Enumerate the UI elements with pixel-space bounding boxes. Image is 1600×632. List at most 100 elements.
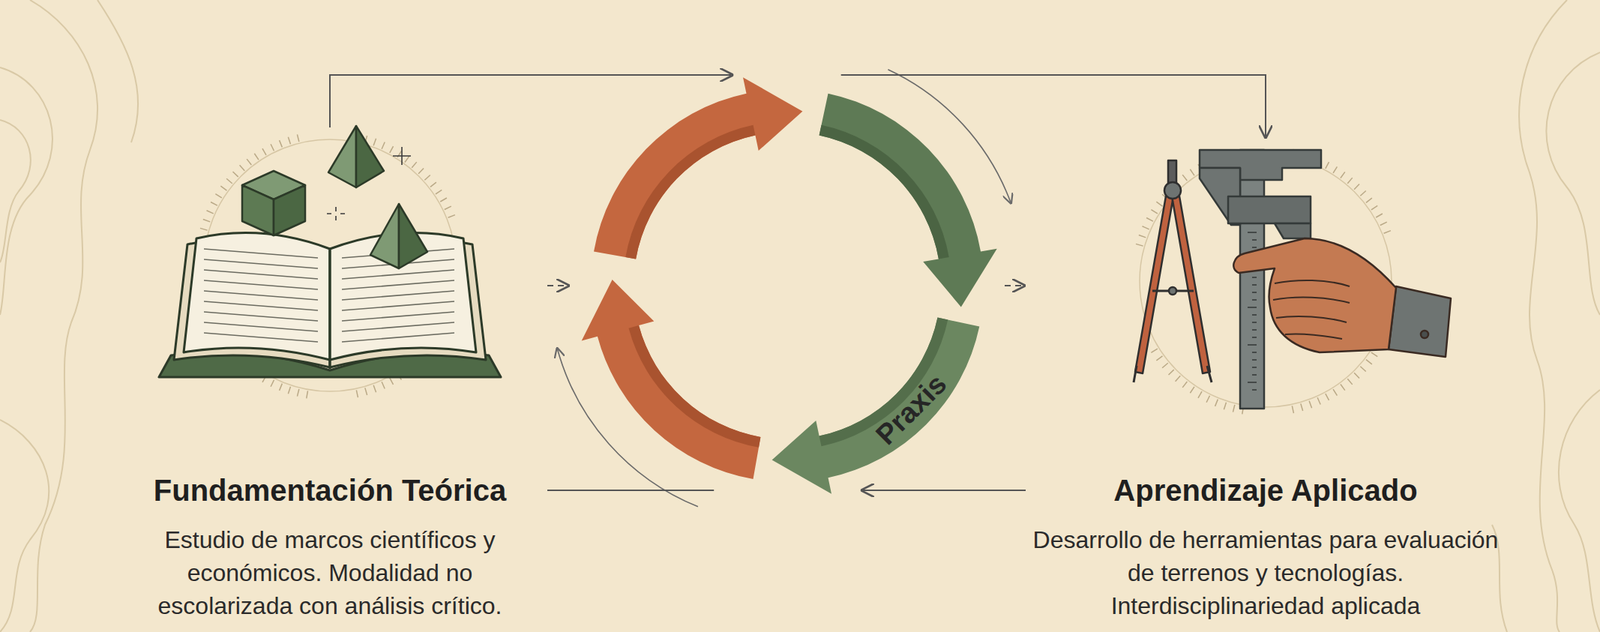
scale-tick [1252,314,1257,315]
dial-tick [1325,393,1330,401]
dial-tick [1340,171,1346,178]
dial-tick [1354,372,1360,378]
decor-polygon [1135,191,1175,374]
dial-tick [435,189,442,195]
dial-tick [203,218,210,222]
dashed-connector [547,284,570,287]
decor-rect [1228,196,1311,224]
dial-tick [389,146,394,153]
decor-path [392,146,411,165]
dial-tick [246,158,252,165]
scale-tick [1252,321,1257,323]
dial-tick [1175,375,1181,381]
dial-tick [262,148,267,156]
dial-tick [1198,391,1202,399]
decor-circle [1168,287,1177,295]
dial-tick [239,164,246,171]
decor-polygon [1171,191,1211,374]
scale-tick [1252,336,1257,338]
connector-line [860,489,1026,492]
dial-tick [1182,174,1187,181]
section-heading: Aprendizaje Aplicado [1113,472,1418,509]
scale-tick [1252,276,1257,278]
dial-tick [1333,389,1337,396]
decor-polygon [398,203,428,269]
decor-polygon [370,203,399,269]
page-line [341,301,455,311]
hand-icon [1233,238,1451,357]
scale-tick [1252,359,1257,360]
scale-tick [1247,344,1257,345]
decor-path [326,206,345,221]
dial-tick [1223,402,1226,411]
dial-tick [1189,386,1195,393]
dial-tick [1354,184,1360,190]
page-line [341,311,455,321]
scale-tick [1252,299,1257,300]
scale-tick [1252,389,1257,390]
decor-path [1133,365,1212,383]
dial-tick [356,389,358,398]
dial-tick [1215,399,1219,407]
dial-tick [1347,177,1352,184]
dial-tick [381,381,385,389]
section-body: Estudio de marcos científicos y económic… [119,523,540,623]
dial-tick [1360,191,1366,197]
dial-tick [287,386,291,395]
decor-polygon [273,185,306,236]
dial-tick [1340,384,1346,391]
praxis-cycle: Praxis [569,68,1005,504]
dial-tick [430,182,437,187]
dial-tick [1206,395,1210,403]
dial-tick [1156,356,1163,361]
dial-tick [1309,401,1312,408]
applied-block: Aprendizaje AplicadoDesarrollo de herram… [1025,138,1506,623]
decor-polygon [1274,223,1311,239]
scale-tick [1252,246,1257,248]
dial-tick [233,171,239,177]
dial-tick [389,377,394,385]
dial-tick [215,194,222,198]
decor-rect [1168,160,1177,183]
dial-tick [1138,234,1146,237]
dial-tick [296,134,299,142]
scale-tick [1252,366,1257,368]
dashed-connector [1004,284,1026,287]
decor-path [1546,52,1600,315]
dial-tick [1317,397,1321,405]
page-line [203,301,318,311]
decor-path [1558,389,1600,632]
page-line [203,290,318,300]
connector-line [329,74,734,128]
page-line [203,322,318,332]
dial-tick [279,383,283,391]
connector-line [547,489,714,492]
cycle-arrow [581,279,762,480]
decor-polygon [328,125,357,188]
dial-tick [1232,404,1235,413]
dial-tick [1325,161,1330,169]
dial-tick [1371,205,1378,210]
dial-tick [226,178,233,183]
dial-tick [1150,348,1157,353]
decor-path [97,0,138,143]
scale-tick [1252,374,1257,375]
decor-g [203,248,455,342]
page-line [341,332,455,342]
dial-tick [1375,213,1383,218]
page-line [203,269,318,279]
dial-tick [1146,217,1154,222]
decor-polygon [242,185,274,236]
page-line [203,259,318,269]
section-heading: Fundamentación Teórica [153,472,507,509]
book-icon [158,233,501,378]
dial-tick [1366,197,1373,203]
dial-tick [220,185,227,191]
dial-tick [365,387,368,396]
decor-path [0,119,31,263]
dial-tick [254,153,259,160]
dial-tick [1135,243,1144,246]
dial-tick [1150,209,1157,214]
